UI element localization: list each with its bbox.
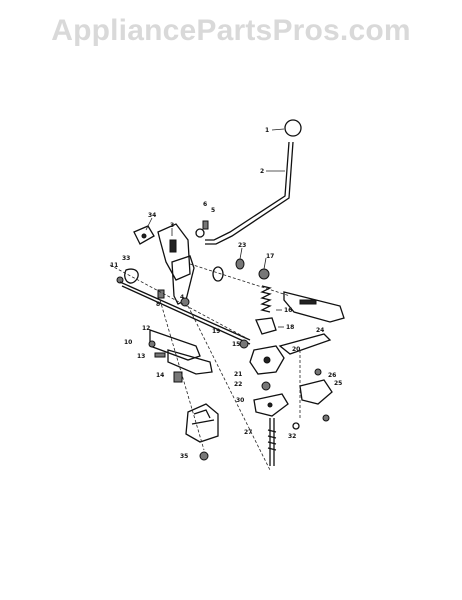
shift-rod-part: [119, 281, 251, 341]
label-32: 32: [288, 433, 296, 440]
leader-17: [263, 257, 267, 270]
label-15: 15: [232, 341, 240, 348]
nut-35b-part: [322, 414, 330, 422]
label-22: 22: [234, 381, 242, 388]
label-33: 33: [122, 255, 130, 262]
lever-bracket-part: [157, 223, 191, 281]
mount-bracket-part: [185, 403, 219, 443]
lever-bracket-hole: [169, 239, 177, 253]
label-12: 12: [142, 325, 150, 332]
plate-30-part: [253, 393, 289, 417]
upper-rod: [189, 263, 291, 297]
nut-17-part: [258, 268, 270, 280]
nut-22-part: [261, 381, 271, 391]
nut-35-part: [199, 451, 209, 461]
screw-13-part: [154, 352, 166, 358]
label-3: 3: [170, 222, 174, 229]
label-27: 27: [244, 429, 252, 436]
label-4: 4: [180, 294, 184, 301]
bolt-10-part: [148, 340, 156, 348]
link-plate: [167, 349, 213, 375]
label-13: 13: [137, 353, 145, 360]
label-17: 17: [266, 253, 274, 260]
label-10: 10: [124, 339, 132, 346]
leader-34: [145, 217, 153, 231]
label-34: 34: [148, 212, 156, 219]
guide-line-a: [187, 305, 271, 471]
label-14: 14: [156, 372, 164, 379]
bolt-14-part: [173, 371, 183, 383]
label-1: 1: [265, 127, 269, 134]
lower-lever-part: [278, 333, 332, 355]
stud-27-thread: [267, 429, 277, 451]
label-20: 20: [292, 346, 300, 353]
bolt-11-part: [116, 276, 124, 284]
knob-part: [284, 119, 302, 137]
cam-21-part: [249, 345, 285, 375]
washer-32-part: [292, 422, 300, 430]
label-24: 24: [316, 327, 324, 334]
plate-30-hole: [267, 402, 273, 408]
bracket-18-part: [255, 317, 277, 335]
clip-34-hole: [141, 233, 147, 239]
washer-33-part: [124, 268, 139, 284]
label-35: 35: [180, 453, 188, 460]
label-2: 2: [260, 168, 264, 175]
washer-part: [212, 266, 224, 282]
nut-23-part: [235, 258, 245, 270]
label-26: 26: [328, 372, 336, 379]
label-8: 8: [156, 301, 160, 308]
leader-1: [271, 128, 285, 131]
label-19: 19: [212, 328, 220, 335]
label-23: 23: [238, 242, 246, 249]
label-11: 11: [110, 262, 118, 269]
label-30: 30: [236, 397, 244, 404]
label-5: 5: [211, 207, 215, 214]
bracket-24-part: [283, 291, 345, 323]
bracket-24-slot: [299, 299, 317, 305]
screw-5-part: [202, 220, 209, 230]
label-18: 18: [286, 324, 294, 331]
clip-34-part: [133, 225, 155, 245]
washer-6-part: [195, 228, 205, 238]
shift-lever-part-inner: [205, 141, 294, 245]
guide-line-b: [159, 299, 205, 451]
label-21: 21: [234, 371, 242, 378]
nut-15b-part: [239, 339, 249, 349]
label-6: 6: [203, 201, 207, 208]
label-25: 25: [334, 380, 342, 387]
bracket-25-part: [299, 379, 333, 405]
watermark: AppliancePartsPros.com: [51, 14, 411, 47]
mount-bracket-detail: [191, 409, 215, 425]
shift-lever-part: [205, 141, 290, 241]
spring-16-part: [260, 285, 272, 313]
guide-line-c: [109, 264, 251, 341]
label-16: 16: [284, 307, 292, 314]
leader-23: [239, 247, 243, 260]
washer-26-part: [314, 368, 322, 376]
cam-21-hub: [263, 356, 271, 364]
shift-rod-edge: [121, 285, 251, 345]
